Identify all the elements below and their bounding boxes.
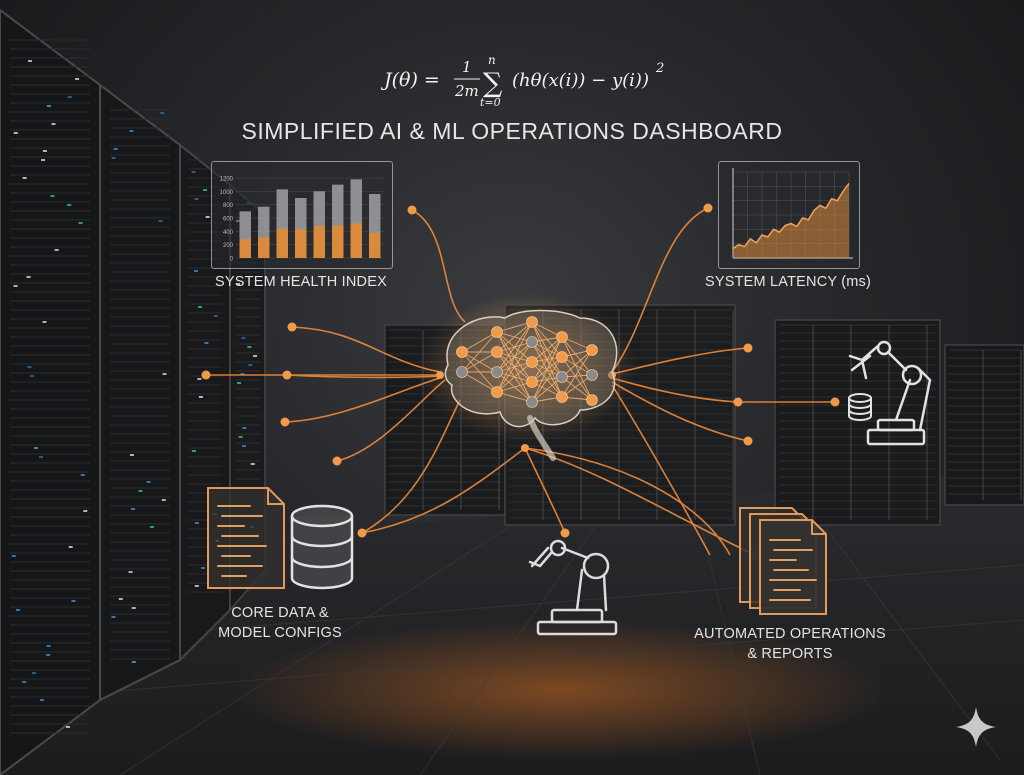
formula-sum-bottom: t=0 [480,96,501,108]
y-tick-label: 1000 [220,190,234,196]
health-bar [258,237,270,258]
y-tick-label: 800 [223,203,234,209]
health-bar [276,228,288,258]
health-bar [313,191,325,258]
health-bar [350,223,362,258]
database-icon [290,504,354,590]
health-bar [295,198,307,258]
formula-frac-num: 1 [462,58,472,76]
brain-network-icon [417,293,637,461]
health-bar [313,226,325,258]
health-bar [239,239,251,258]
core-data-label-line1: CORE DATA & [231,605,329,621]
system-latency-chart-panel [718,161,860,269]
core-data-label-line2: MODEL CONFIGS [218,625,342,641]
page-title: SIMPLIFIED AI & ML OPERATIONS DASHBOARD [241,118,783,144]
system-latency-area-chart [732,168,853,259]
latency-line [732,183,850,250]
robot-arm-right-icon [848,340,932,446]
formula-body: (hθ(x(i)) − y(i)) [512,70,649,91]
system-health-chart-panel: 1200 1000 800 600 400 200 0 [211,161,393,269]
y-tick-label: 1200 [220,177,234,183]
health-bar [350,179,362,258]
document-stack-icon [739,507,827,615]
core-data-label: CORE DATA & MODEL CONFIGS [200,603,360,643]
robot-arm-bottom-icon [528,539,618,636]
system-health-bar-chart: 1200 1000 800 600 400 200 0 [220,177,384,263]
svg-text:∑: ∑ [483,68,502,99]
system-health-label: SYSTEM HEALTH INDEX [215,274,387,290]
health-bar [369,232,381,258]
formula-svg: J(θ) = 1 2m n ∑ t=0 (hθ(x(i)) − y(i)) 2 [380,53,664,109]
system-latency-label: SYSTEM LATENCY (ms) [704,274,871,290]
sparkle-watermark-icon [956,707,996,747]
health-bar [332,225,344,258]
formula-frac-den: 2m [454,82,479,100]
automated-operations-label: AUTOMATED OPERATIONS & REPORTS [690,624,890,664]
y-tick-label: 400 [223,230,234,236]
health-bar [258,206,270,258]
floor-tiles [0,519,1024,775]
health-bar [239,211,251,258]
y-tick-label: 200 [223,243,234,249]
y-tick-label: 0 [230,257,234,263]
formula-lhs: J(θ) = [380,69,440,91]
health-bar [295,229,307,258]
y-tick-label: 600 [223,217,234,223]
automated-label-line1: AUTOMATED OPERATIONS [694,626,886,642]
formula-sum-top: n [488,53,496,67]
latency-area [733,183,849,258]
health-bar [369,194,381,258]
health-bar [332,184,344,258]
loss-function-formula: J(θ) = 1 2m n ∑ t=0 (hθ(x(i)) − y(i)) 2 [380,52,680,109]
document-icon-left [207,487,285,589]
database-small-icon [848,393,872,421]
formula-exponent: 2 [655,61,664,76]
health-bar [276,189,288,258]
floor-glow [230,620,890,760]
automated-label-line2: & REPORTS [747,646,833,662]
